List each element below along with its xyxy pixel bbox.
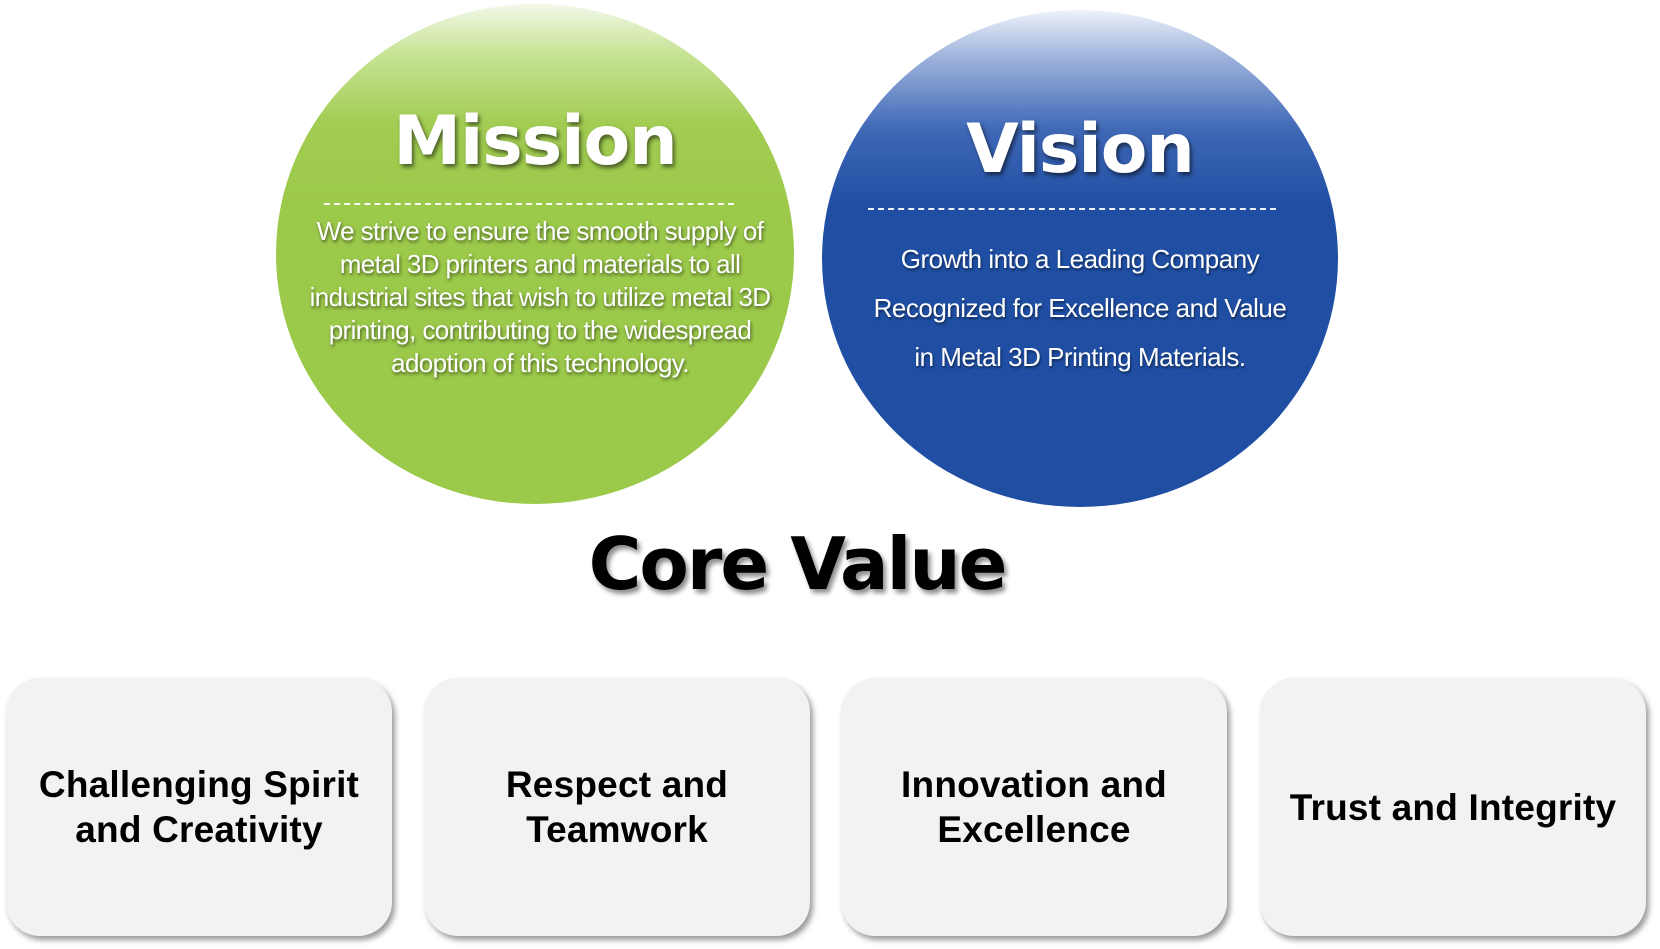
vision-text-line: Recognized for Excellence and Value bbox=[873, 293, 1287, 323]
core-value-label-line: Teamwork bbox=[526, 809, 708, 850]
core-value-card-innovation-excellence: Innovation and Excellence bbox=[841, 678, 1227, 936]
vision-text-line: Growth into a Leading Company bbox=[900, 244, 1260, 274]
core-value-card-trust-integrity: Trust and Integrity bbox=[1260, 678, 1646, 936]
core-value-label-line: Trust and Integrity bbox=[1289, 786, 1617, 828]
core-value-label: Challenging Spirit and Creativity bbox=[39, 762, 359, 852]
core-value-label-line: Challenging Spirit bbox=[38, 764, 360, 805]
core-value-label-line: Respect and bbox=[505, 764, 729, 805]
vision-title: Vision bbox=[966, 110, 1195, 189]
core-value-label-line: Innovation and bbox=[901, 764, 1167, 805]
core-value-label: Trust and Integrity bbox=[1290, 785, 1617, 830]
core-value-title: Core Value bbox=[588, 522, 1008, 606]
mission-divider bbox=[324, 203, 734, 205]
core-value-label: Respect and Teamwork bbox=[506, 762, 728, 852]
vision-text: Growth into a Leading Company Recognized… bbox=[832, 235, 1328, 382]
vision-divider bbox=[868, 208, 1276, 210]
core-value-label-line: and Creativity bbox=[75, 809, 323, 850]
core-value-card-respect-teamwork: Respect and Teamwork bbox=[424, 678, 810, 936]
vision-text-line: in Metal 3D Printing Materials. bbox=[914, 342, 1246, 372]
mission-circle: Mission We strive to ensure the smooth s… bbox=[276, 4, 794, 504]
mission-text: We strive to ensure the smooth supply of… bbox=[309, 216, 771, 378]
core-value-label: Innovation and Excellence bbox=[901, 762, 1167, 852]
core-value-card-challenging-spirit: Challenging Spirit and Creativity bbox=[6, 678, 392, 936]
vision-circle: Vision Growth into a Leading Company Rec… bbox=[822, 10, 1338, 507]
core-value-label-line: Excellence bbox=[937, 809, 1131, 850]
mission-title: Mission bbox=[393, 102, 677, 181]
